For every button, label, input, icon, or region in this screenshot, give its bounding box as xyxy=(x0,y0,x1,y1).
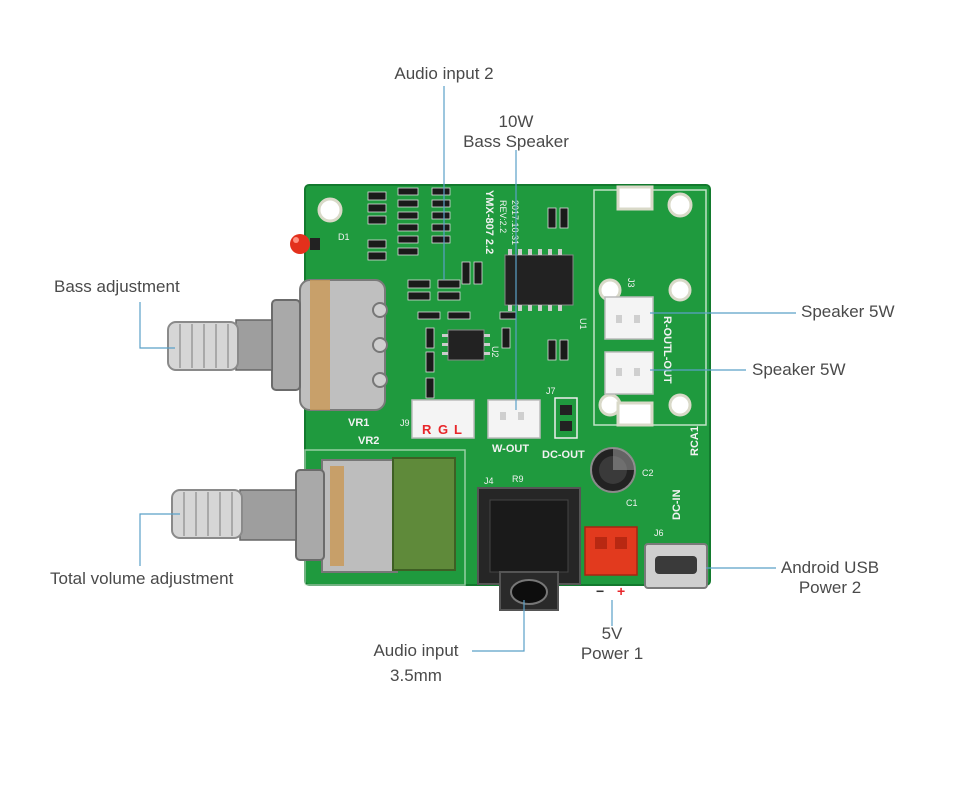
callout-bass-speaker: 10W Bass Speaker xyxy=(436,112,596,152)
label-dc-out: DC-OUT xyxy=(542,449,585,461)
callout-android-usb-line2: Power 2 xyxy=(798,578,862,597)
callout-android-usb-line1: Android USB xyxy=(780,558,880,577)
line-bass-adjustment xyxy=(139,302,175,349)
dc-minus: − xyxy=(596,583,604,599)
label-dc-in: DC-IN xyxy=(671,489,683,520)
callout-speaker-5w-a: Speaker 5W xyxy=(801,302,895,322)
callout-total-volume: Total volume adjustment xyxy=(50,569,233,589)
label-r-out: R-OUT xyxy=(661,316,673,351)
label-j4: J4 xyxy=(484,476,494,486)
callout-total-volume-text: Total volume adjustment xyxy=(50,569,234,588)
callout-power-1-line2: Power 1 xyxy=(580,644,644,663)
label-j7: J7 xyxy=(546,386,556,396)
label-w-out: W-OUT xyxy=(492,443,529,455)
label-j6: J6 xyxy=(654,528,664,538)
label-r9: R9 xyxy=(512,474,524,484)
white-connectors xyxy=(411,296,654,439)
input-pin-g: G xyxy=(438,422,448,437)
label-j9: J9 xyxy=(400,418,410,428)
callout-audio-input-2: Audio input 2 xyxy=(364,64,524,84)
board-rev: REV:2.2 xyxy=(498,200,508,233)
callout-audio-input-line1: Audio input xyxy=(373,641,459,660)
label-rca1: RCA1 xyxy=(689,426,701,456)
callout-audio-input-2-text: Audio input 2 xyxy=(394,64,494,83)
volume-potentiometer xyxy=(171,457,456,573)
callout-lines xyxy=(139,86,796,652)
input-pin-r: R xyxy=(422,422,432,437)
red-power-connector xyxy=(584,526,638,576)
callout-audio-input: Audio input 3.5mm xyxy=(356,641,476,686)
callout-audio-input-line2: 3.5mm xyxy=(390,666,442,685)
label-d1: D1 xyxy=(338,232,350,242)
callout-power-1-line1: 5V xyxy=(601,624,623,643)
input-pin-l: L xyxy=(454,422,462,437)
label-u2: U2 xyxy=(490,346,500,358)
label-l-out: L-OUT xyxy=(661,350,673,384)
label-vr1: VR1 xyxy=(348,417,369,429)
micro-usb-port xyxy=(644,543,708,589)
callout-power-1: 5V Power 1 xyxy=(564,624,660,664)
bass-potentiometer xyxy=(167,279,388,411)
callout-speaker-5w-b: Speaker 5W xyxy=(752,360,846,380)
line-audio-input xyxy=(472,600,525,652)
callout-bass-speaker-line1: 10W xyxy=(498,112,534,131)
silkscreen-labels: YMX-807 2.2 REV:2.2 2017.10.31 D1 VR1 VR… xyxy=(338,190,701,599)
label-j3: J3 xyxy=(626,278,636,288)
label-c2: C2 xyxy=(642,468,654,478)
audio-jack xyxy=(477,487,581,611)
callout-android-usb: Android USB Power 2 xyxy=(770,558,890,598)
label-c1: C1 xyxy=(626,498,638,508)
board-date: 2017.10.31 xyxy=(510,200,520,245)
callout-bass-adjustment-text: Bass adjustment xyxy=(54,277,180,296)
smd-components xyxy=(367,187,569,399)
callout-speaker-5w-b-text: Speaker 5W xyxy=(752,360,846,379)
dc-out-header xyxy=(554,397,578,439)
callout-bass-adjustment: Bass adjustment xyxy=(54,277,180,297)
callout-speaker-5w-a-text: Speaker 5W xyxy=(801,302,895,321)
line-volume-adjustment xyxy=(139,513,180,566)
label-u1: U1 xyxy=(578,318,588,330)
dc-plus: + xyxy=(617,583,625,599)
electrolytic-capacitor xyxy=(590,447,636,493)
board-model: YMX-807 2.2 xyxy=(483,190,495,254)
label-vr2: VR2 xyxy=(358,435,379,447)
callout-bass-speaker-line2: Bass Speaker xyxy=(463,132,569,151)
red-led xyxy=(290,234,320,254)
